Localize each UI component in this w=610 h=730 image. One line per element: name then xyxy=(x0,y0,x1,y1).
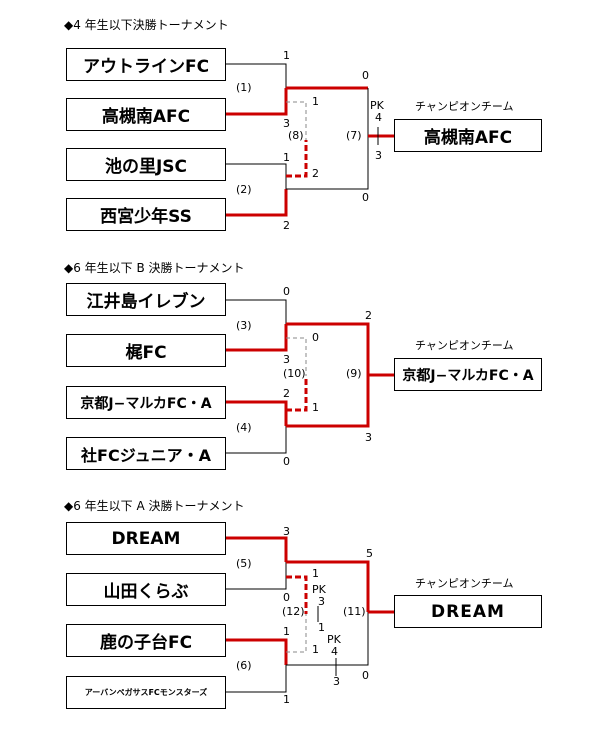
score: 0 xyxy=(362,69,369,82)
pk-label: PK xyxy=(327,633,341,646)
team-urban-pegasus-fc-monsters: アーバンペガサスFCモンスターズ xyxy=(66,676,226,709)
section-heading-u4: ◆4 年生以下決勝トーナメント xyxy=(64,18,229,32)
bracket-line xyxy=(226,426,287,454)
match-label: (7) xyxy=(346,129,362,142)
bracket-line xyxy=(226,562,287,590)
bracket-line xyxy=(226,163,287,189)
match-label: (9) xyxy=(346,367,362,380)
score: 3 xyxy=(283,353,290,366)
match-label: (1) xyxy=(236,81,252,94)
bracket-line xyxy=(286,614,307,653)
team-yashiro-fc-junior-a: 社FCジュニア・A xyxy=(66,437,226,470)
team-dream: DREAM xyxy=(66,522,226,555)
team-nishinomiya-shonen-ss: 西宮少年SS xyxy=(66,198,226,231)
score: 0 xyxy=(312,331,319,344)
team-ikenosato-jsc: 池の里JSC xyxy=(66,148,226,181)
bracket-line xyxy=(286,322,370,375)
champion-box: DREAM xyxy=(394,595,542,628)
match-label: (8) xyxy=(288,129,304,142)
score: 3 xyxy=(283,525,290,538)
match-label: (5) xyxy=(236,557,252,570)
score: 5 xyxy=(366,547,373,560)
score: 2 xyxy=(365,309,372,322)
score: 1 xyxy=(283,625,290,638)
bracket-line xyxy=(226,189,288,217)
pk-label: PK xyxy=(312,583,326,596)
bracket-line xyxy=(286,337,307,376)
bracket-line xyxy=(286,376,308,412)
score: 3 xyxy=(283,117,290,130)
bracket-line xyxy=(286,560,370,612)
pk-score: 4 xyxy=(331,645,338,658)
champion-label: チャンピオンチーム xyxy=(415,577,514,590)
champion-label: チャンピオンチーム xyxy=(415,100,514,113)
bracket-line xyxy=(226,638,288,665)
match-label: (11) xyxy=(343,605,366,618)
section-heading-u6a: ◆6 年生以下 A 決勝トーナメント xyxy=(64,499,245,513)
team-kyoto-j-maruka-fc-a: 京都J−マルカFC・A xyxy=(66,386,226,419)
pk-score: 3 xyxy=(375,149,382,162)
score: 1 xyxy=(283,49,290,62)
bracket-line xyxy=(286,101,307,140)
team-yamada-club: 山田くらぶ xyxy=(66,573,226,606)
bracket-line xyxy=(226,400,288,426)
champion-box: 京都J−マルカFC・A xyxy=(394,358,542,391)
pk-score: 4 xyxy=(375,111,382,124)
match-label: (3) xyxy=(236,319,252,332)
pk-score: 3 xyxy=(318,595,325,608)
match-label: (12) xyxy=(282,605,305,618)
score: 1 xyxy=(312,643,319,656)
score: 1 xyxy=(283,693,290,706)
bracket-line xyxy=(286,88,369,190)
team-takatsuki-minami-afc: 高槻南AFC xyxy=(66,98,226,131)
score: 3 xyxy=(365,431,372,444)
match-label: (2) xyxy=(236,183,252,196)
score: 1 xyxy=(283,151,290,164)
score: 1 xyxy=(312,567,319,580)
score: 0 xyxy=(283,591,290,604)
team-outline-fc: アウトラインFC xyxy=(66,48,226,81)
score: 1 xyxy=(312,95,319,108)
score: 0 xyxy=(283,455,290,468)
bracket-line xyxy=(226,88,288,116)
champion-label: チャンピオンチーム xyxy=(415,339,514,352)
team-kanokodai-fc: 鹿の子台FC xyxy=(66,624,226,657)
champion-box: 高槻南AFC xyxy=(394,119,542,152)
pk-score: 1 xyxy=(318,621,325,634)
pk-label: PK xyxy=(370,99,384,112)
team-kaji-fc: 梶FC xyxy=(66,334,226,367)
bracket-line xyxy=(226,299,287,324)
score: 2 xyxy=(283,219,290,232)
match-label: (6) xyxy=(236,659,252,672)
match-label: (10) xyxy=(283,367,306,380)
bracket-line xyxy=(286,612,369,666)
team-eijima-eleven: 江井島イレブン xyxy=(66,283,226,316)
score: 1 xyxy=(312,401,319,414)
score: 0 xyxy=(362,669,369,682)
bracket-line xyxy=(226,324,288,352)
score: 2 xyxy=(283,387,290,400)
score: 2 xyxy=(312,167,319,180)
bracket-line xyxy=(286,375,370,428)
bracket-line xyxy=(226,63,287,88)
section-heading-u6b: ◆6 年生以下 B 決勝トーナメント xyxy=(64,261,245,275)
bracket-line xyxy=(286,575,308,614)
score: 0 xyxy=(362,191,369,204)
bracket-line xyxy=(226,665,287,693)
pk-score: 3 xyxy=(333,675,340,688)
bracket-line xyxy=(286,140,308,178)
bracket-line xyxy=(226,536,288,562)
match-label: (4) xyxy=(236,421,252,434)
score: 0 xyxy=(283,285,290,298)
